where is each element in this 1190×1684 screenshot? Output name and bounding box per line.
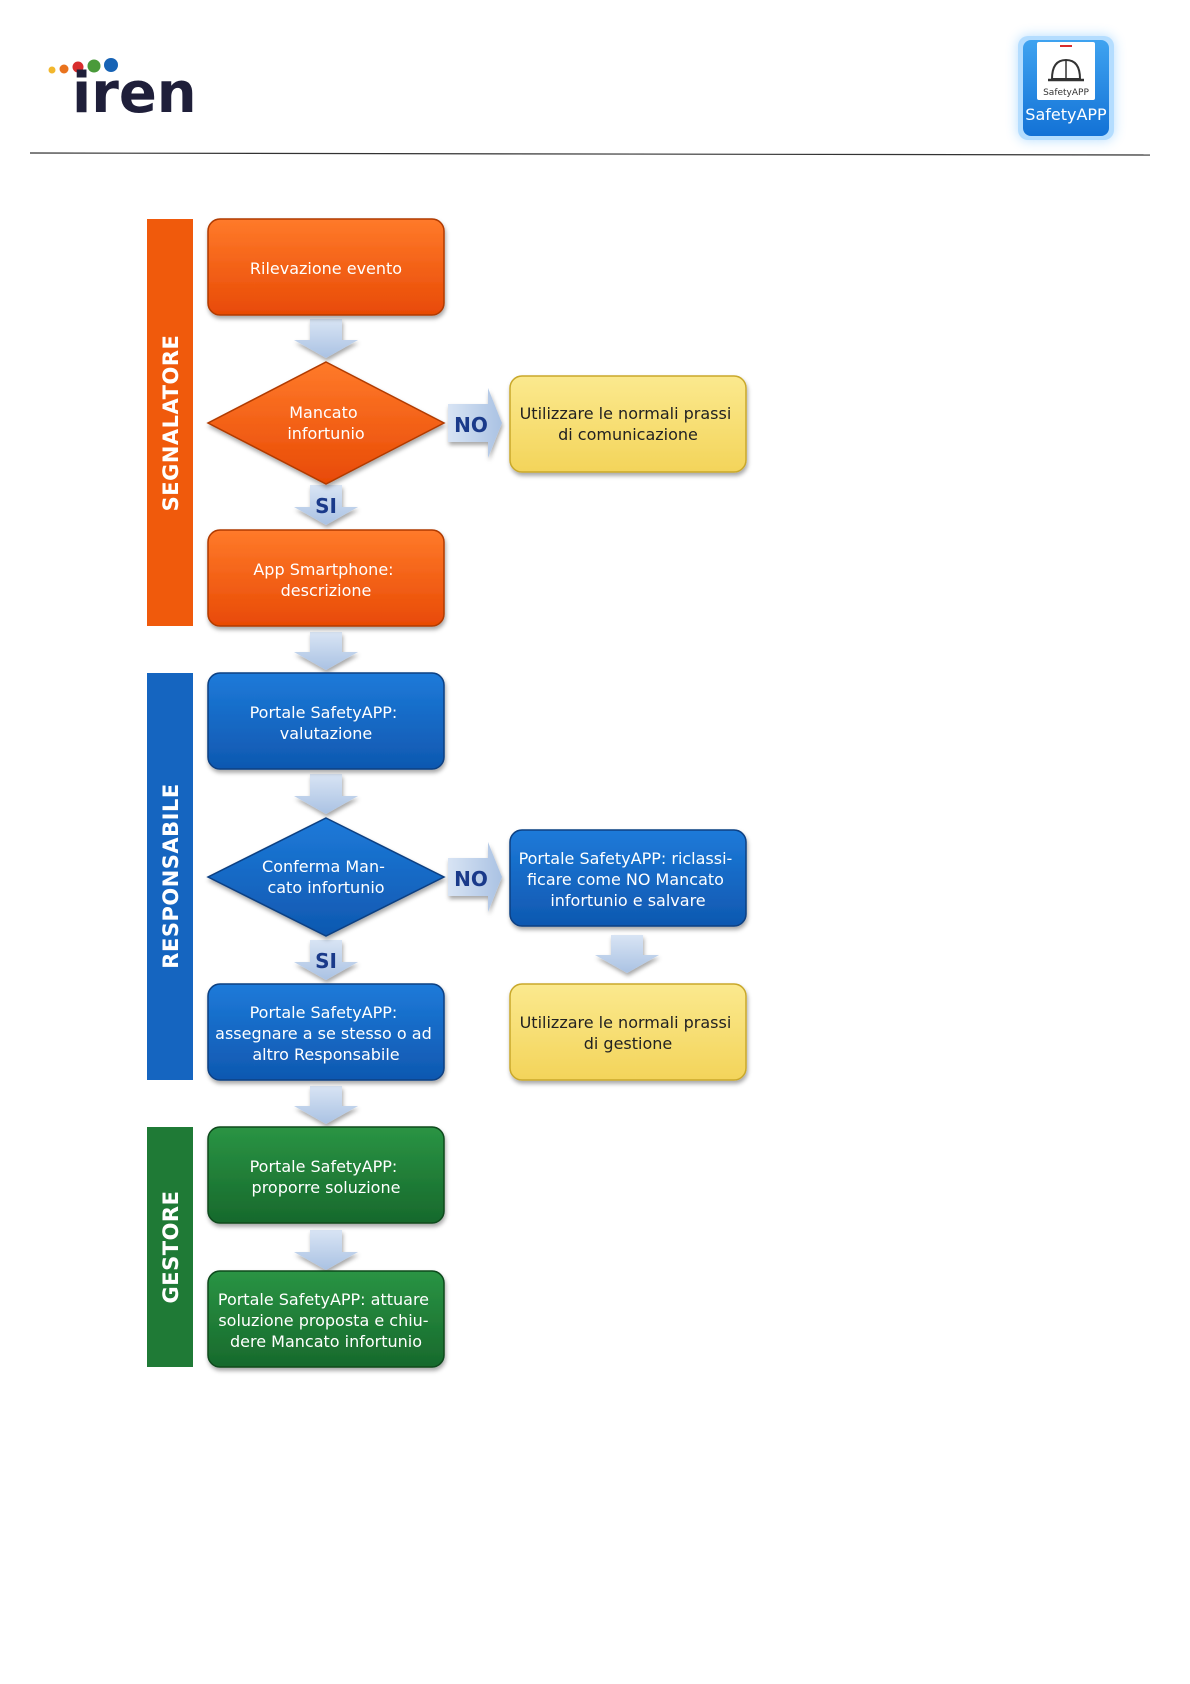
node-assegnare-text: Portale SafetyAPP: assegnare a se stesso…: [215, 1003, 437, 1064]
arrow-down: [294, 774, 358, 814]
node-line: Conferma Man-: [262, 857, 385, 876]
label-no-1: NO: [454, 413, 488, 437]
node-line: ficare come NO Mancato: [527, 870, 724, 889]
label-no-2: NO: [454, 867, 488, 891]
arrow-down: [294, 632, 358, 670]
node-line: Mancato: [289, 403, 357, 422]
logo-dot: [59, 64, 69, 74]
node-line: dere Mancato infortunio: [230, 1332, 422, 1351]
node-line: altro Responsabile: [252, 1045, 399, 1064]
arrow-down: [595, 935, 659, 973]
node-line: Portale SafetyAPP:: [250, 1003, 398, 1022]
arrow-right-no: [448, 388, 502, 458]
node-line: Portale SafetyAPP:: [250, 703, 398, 722]
decision-conferma-text: Conferma Man- cato infortunio: [262, 857, 390, 897]
node-rilevazione-evento: [207, 218, 445, 316]
iren-logo: iren: [48, 58, 197, 126]
header-divider: [29, 152, 1151, 156]
lane-label-gestore: GESTORE: [159, 1191, 183, 1304]
node-app-smartphone-text: App Smartphone: descrizione: [253, 560, 398, 600]
lane-gestore: GESTORE: [147, 1127, 193, 1367]
lane-label-segnalatore: SEGNALATORE: [159, 335, 183, 512]
node-app-smartphone: [207, 529, 445, 627]
arrow-down-si: [294, 940, 358, 980]
node-riclassificare: [509, 829, 747, 927]
node-rilevazione-text: Rilevazione evento: [250, 259, 402, 278]
node-line: Utilizzare le normali prassi: [520, 1013, 732, 1032]
label-si-2: SI: [315, 949, 337, 973]
node-assegnare: [207, 983, 445, 1081]
lane-responsabile: RESPONSABILE: [147, 673, 193, 1080]
node-proporre-text: Portale SafetyAPP: proporre soluzione: [250, 1157, 403, 1197]
node-line: cato infortunio: [267, 878, 384, 897]
node-valutazione: [207, 672, 445, 770]
node-line: di gestione: [584, 1034, 673, 1053]
node-prassi-comunicazione-text: Utilizzare le normali prassi di comunica…: [520, 404, 737, 444]
app-icon-label: SafetyAPP: [1025, 105, 1107, 124]
node-attuare: [207, 1270, 445, 1368]
decision-conferma-mancato: [206, 817, 446, 937]
logo-dot: [87, 59, 101, 73]
node-line: descrizione: [281, 581, 372, 600]
label-si-1: SI: [315, 494, 337, 518]
node-line: valutazione: [280, 724, 373, 743]
helmet-icon: [1048, 58, 1084, 82]
node-line: Portale SafetyAPP:: [250, 1157, 398, 1176]
node-prassi-gestione-text: Utilizzare le normali prassi di gestione: [520, 1013, 737, 1053]
arrow-down: [294, 319, 358, 358]
lane-label-responsabile: RESPONSABILE: [159, 783, 183, 968]
node-line: soluzione proposta e chiu-: [218, 1311, 428, 1330]
node-prassi-gestione: [509, 983, 747, 1081]
node-prassi-comunicazione: [509, 375, 747, 473]
logo-dot: [72, 61, 84, 73]
lane-segnalatore: SEGNALATORE: [147, 219, 193, 626]
logo-wordmark: iren: [72, 61, 197, 126]
node-line: Portale SafetyAPP: attuare: [218, 1290, 429, 1309]
node-line: proporre soluzione: [252, 1178, 401, 1197]
node-line: Portale SafetyAPP: riclassi-: [519, 849, 733, 868]
node-riclassificare-text: Portale SafetyAPP: riclassi- ficare come…: [519, 849, 738, 910]
arrow-right-no: [448, 842, 502, 912]
node-line: infortunio e salvare: [550, 891, 705, 910]
node-line: Rilevazione evento: [250, 259, 402, 278]
node-valutazione-text: Portale SafetyAPP: valutazione: [250, 703, 403, 743]
arrow-down: [294, 1086, 358, 1124]
node-line: infortunio: [287, 424, 364, 443]
app-icon-small-label: SafetyAPP: [1043, 88, 1089, 98]
node-line: Utilizzare le normali prassi: [520, 404, 732, 423]
node-attuare-text: Portale SafetyAPP: attuare soluzione pro…: [218, 1290, 434, 1351]
logo-dot: [104, 58, 118, 72]
arrow-down: [294, 1230, 358, 1270]
node-proporre: [207, 1126, 445, 1224]
node-line: di comunicazione: [558, 425, 698, 444]
arrow-down-si: [294, 485, 358, 525]
node-line: assegnare a se stesso o ad: [215, 1024, 432, 1043]
logo-dot: [48, 66, 56, 74]
decision-mancato-infortunio: [206, 361, 446, 485]
safetyapp-icon[interactable]: SafetyAPP SafetyAPP: [1018, 36, 1114, 140]
node-line: App Smartphone:: [253, 560, 393, 579]
decision-mancato-text: Mancato infortunio: [287, 403, 364, 443]
